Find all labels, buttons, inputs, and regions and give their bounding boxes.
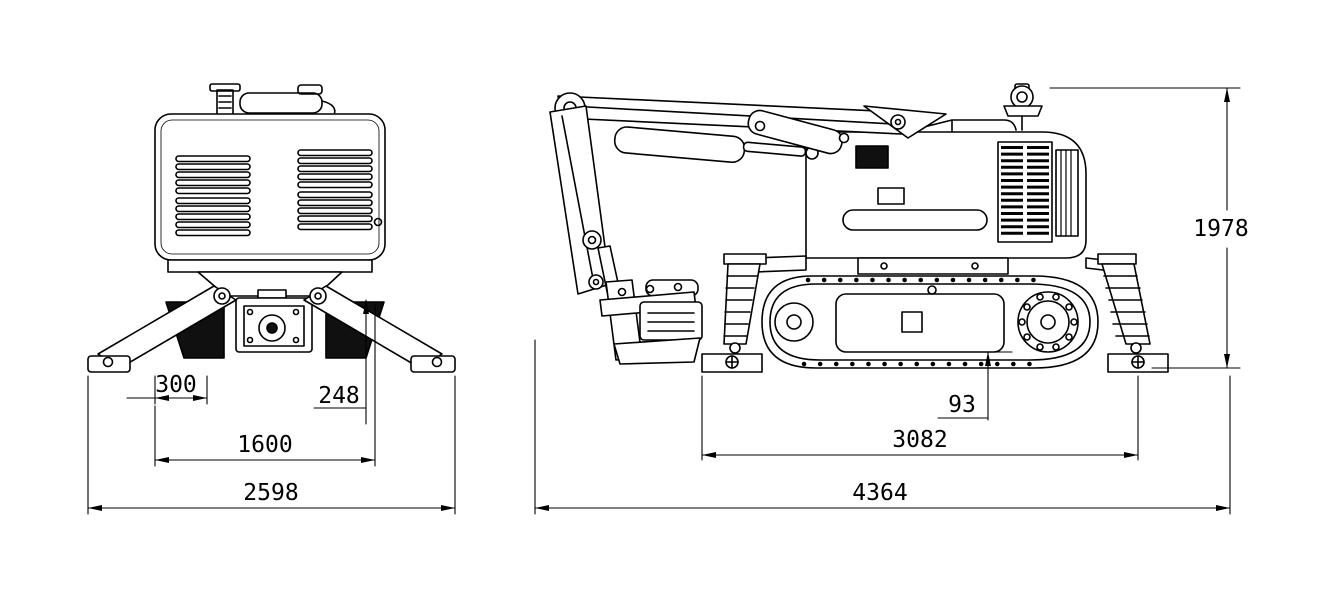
side-body	[805, 119, 1087, 275]
side-view	[549, 83, 1169, 373]
front-exhaust	[209, 83, 336, 117]
dim-side-overall-length: 4364	[534, 339, 1231, 515]
side-beacon	[1003, 83, 1043, 131]
front-outrigger-right	[303, 285, 456, 373]
dim-side-ground-clearance: 93	[937, 351, 1013, 421]
side-drive-sprocket	[1017, 291, 1079, 353]
side-boom-arm	[549, 92, 947, 297]
side-outrigger-rear	[1085, 253, 1169, 373]
side-engine-grille	[997, 141, 1079, 243]
dim-side-track-length: 3082	[701, 375, 1139, 461]
dimension-text-4364: 4364	[852, 480, 907, 506]
front-outrigger-left	[87, 285, 237, 373]
dim-front-pad-height: 248	[313, 299, 369, 425]
dimension-text-3082: 3082	[892, 427, 947, 453]
front-body	[154, 113, 386, 261]
dimension-text-1600: 1600	[237, 432, 292, 458]
side-tool-attachment	[599, 279, 703, 365]
dimension-text-300: 300	[155, 372, 197, 398]
dimension-annotations: 300 248 1600 2598 93	[87, 87, 1249, 515]
front-gearbox	[235, 289, 313, 353]
dim-front-overall-width: 2598	[87, 375, 456, 515]
dim-front-center-offset: 300	[126, 372, 208, 405]
dimension-text-93: 93	[948, 392, 976, 418]
dim-front-inner-width: 1600	[154, 303, 376, 467]
side-track-assembly	[761, 275, 1099, 369]
side-outrigger-front	[701, 253, 807, 373]
dimension-text-248: 248	[318, 383, 360, 409]
front-view	[87, 83, 456, 373]
dim-side-overall-height: 1978	[1049, 87, 1249, 369]
dimension-text-2598: 2598	[243, 480, 298, 506]
dimension-text-1978: 1978	[1193, 216, 1248, 242]
